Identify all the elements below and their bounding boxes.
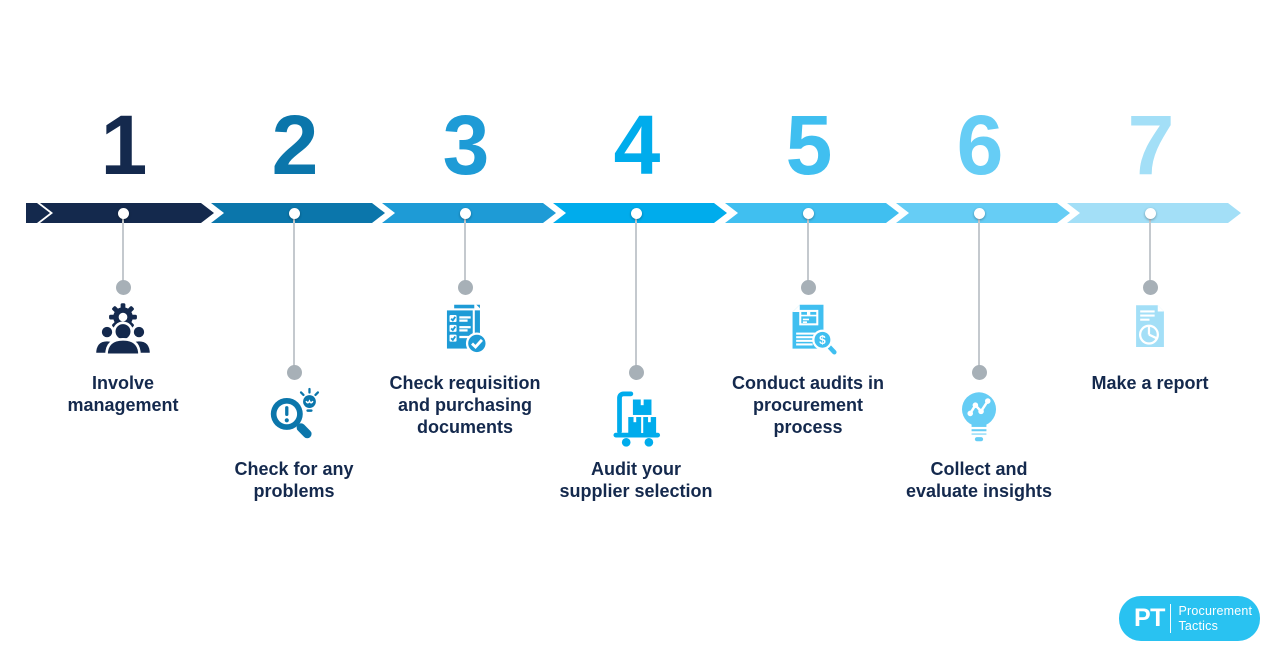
cart-icon (613, 391, 661, 447)
connector-line (1149, 216, 1151, 287)
procurement-tactics-logo: PT Procurement Tactics (1119, 596, 1260, 641)
step-label: Make a report (1091, 373, 1209, 393)
cart-icon-slot (603, 383, 669, 449)
management-icon (94, 303, 152, 357)
timeline-dot (973, 207, 985, 219)
connector-end-dot (457, 279, 473, 295)
timeline-dot (288, 207, 300, 219)
insights-bulb-icon-slot (946, 383, 1012, 449)
connector-line (635, 216, 637, 372)
timeline-dot (630, 207, 642, 219)
step-number: 4 (613, 97, 661, 192)
connector-line (807, 216, 809, 287)
timeline-dot (1144, 207, 1156, 219)
checklist-icon (444, 302, 488, 355)
report-icon (1136, 305, 1164, 348)
timeline-dot (802, 207, 814, 219)
step-number: 5 (785, 97, 833, 192)
connector-end-dot (800, 279, 816, 295)
logo-divider (1169, 604, 1172, 633)
search-problems-icon (270, 387, 320, 439)
step-number: 1 (100, 97, 148, 192)
step-number: 6 (956, 97, 1004, 192)
audit-doc-icon-slot: $ (775, 297, 841, 363)
connector-end-dot (286, 364, 302, 380)
connector-line (293, 216, 295, 372)
timeline-dot (459, 207, 471, 219)
connector-line (978, 216, 980, 372)
logo-name-line2: Tactics (1178, 618, 1219, 633)
connector-end-dot (1142, 279, 1158, 295)
step-number: 7 (1127, 97, 1175, 192)
connector-end-dot (628, 364, 644, 380)
timeline-dot (117, 207, 129, 219)
audit-doc-icon: $ (792, 304, 837, 355)
report-icon-slot (1117, 297, 1183, 363)
connector-line (464, 216, 466, 287)
step-number: 3 (442, 97, 490, 192)
step-number: 2 (271, 97, 319, 192)
connector-line (122, 216, 124, 287)
checklist-icon-slot (432, 297, 498, 363)
search-problems-icon-slot (261, 383, 327, 449)
logo-name-line1: Procurement (1178, 603, 1253, 618)
insights-bulb-icon (961, 392, 997, 442)
connector-end-dot (971, 364, 987, 380)
connector-end-dot (115, 279, 131, 295)
management-icon-slot (90, 297, 156, 363)
logo-abbr: PT (1134, 604, 1165, 632)
svg-text:$: $ (819, 333, 826, 347)
